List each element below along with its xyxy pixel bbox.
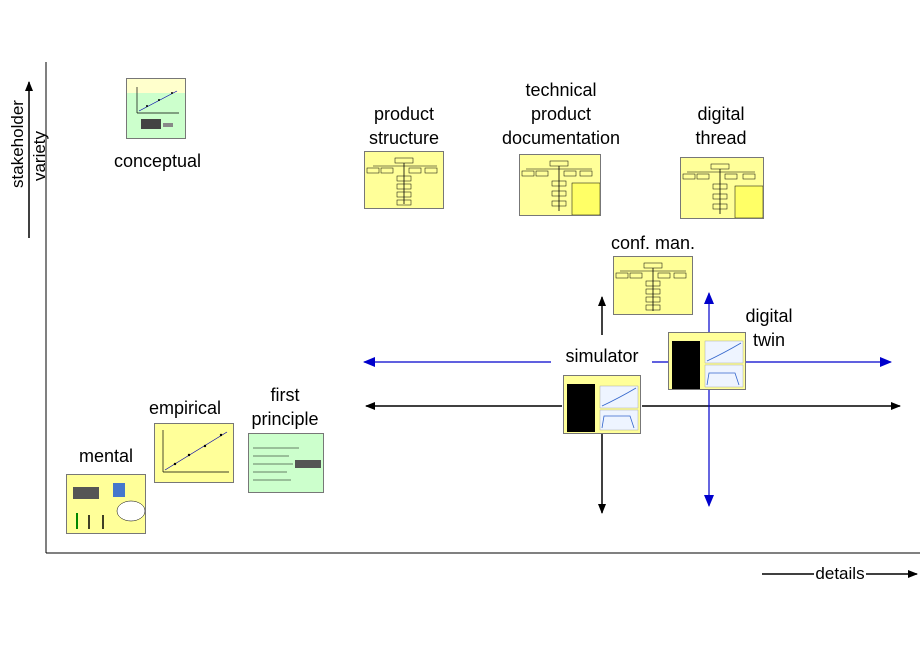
thumb-digital-thread: [680, 157, 764, 219]
y-axis-label-stakeholder: stakeholder: [8, 100, 27, 188]
thumb-conf-man: [613, 256, 693, 315]
label-documentation: documentation: [501, 128, 621, 148]
label-principle: principle: [251, 409, 319, 429]
label-conf-man: conf. man.: [610, 233, 696, 253]
thumb-technical-product-documentation: [519, 154, 601, 216]
label-technical: technical: [525, 80, 597, 100]
label-product-2: product: [530, 104, 592, 124]
thumb-conceptual: [126, 78, 186, 139]
thumb-product-structure: [364, 151, 444, 209]
x-axis-label-details: details: [815, 564, 865, 583]
thumb-digital-twin: [668, 332, 746, 390]
label-empirical: empirical: [148, 398, 222, 418]
label-digital-thread-1: digital: [697, 104, 745, 124]
label-mental: mental: [78, 446, 134, 466]
label-first: first: [270, 385, 300, 405]
thumb-mental: [66, 474, 146, 534]
y-axis-label-variety: variety: [30, 130, 49, 182]
thumb-empirical: [154, 423, 234, 483]
label-simulator: simulator: [552, 345, 652, 367]
label-digital-twin-1: digital: [745, 306, 793, 326]
label-digital-twin-2: twin: [752, 330, 785, 350]
label-structure: structure: [368, 128, 440, 148]
thumb-first-principle: [248, 433, 324, 493]
thumb-simulator: [563, 375, 641, 434]
label-conceptual: conceptual: [113, 151, 202, 171]
label-digital-thread-2: thread: [695, 128, 747, 148]
label-product: product: [373, 104, 435, 124]
